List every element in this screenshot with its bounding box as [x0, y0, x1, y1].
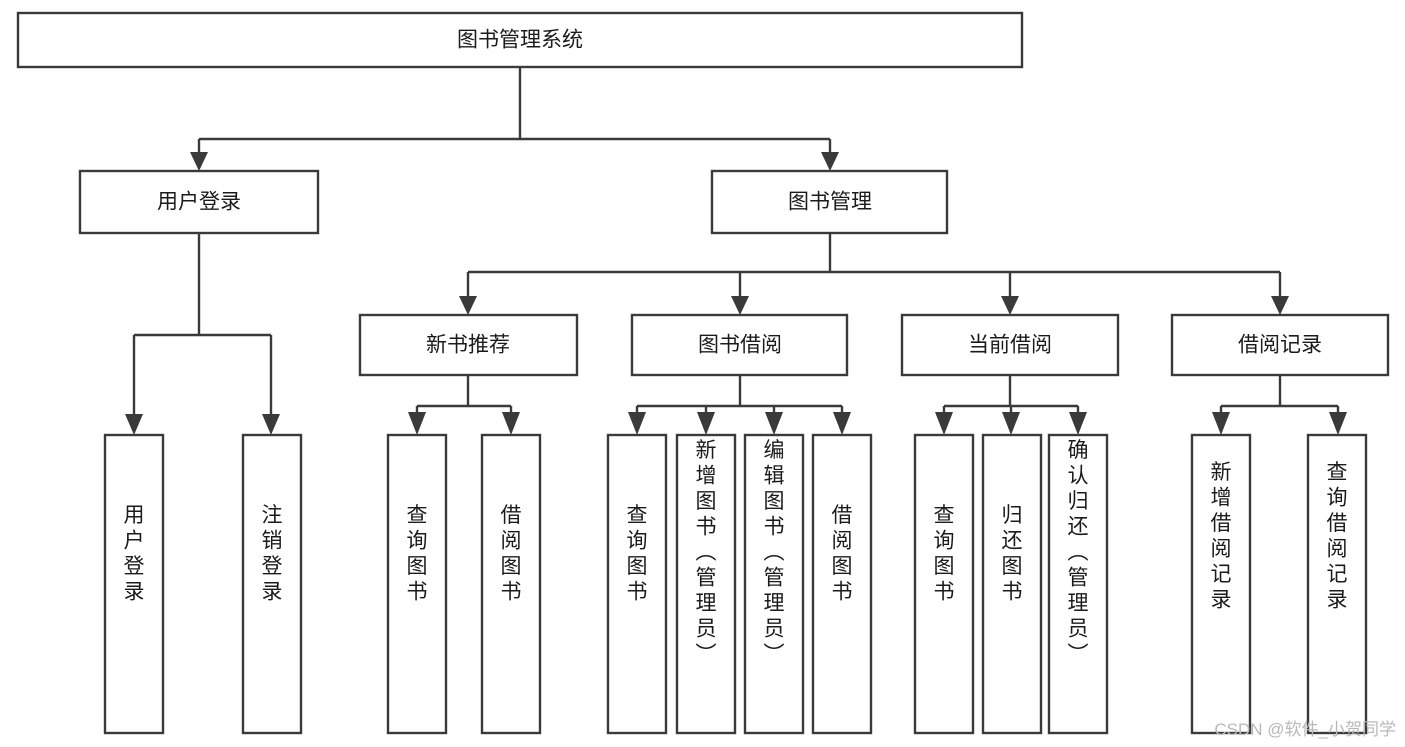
leaf-query-book-2-box[interactable]: [606, 433, 668, 735]
arrow-head-leaf-borrow-book-1: [502, 412, 520, 435]
leaf-edit-book-label: 编辑图书︵管理员︶: [764, 439, 785, 666]
node-new-book-recommend[interactable]: 新书推荐: [358, 313, 579, 377]
leaf-return-book-label: 归还图书: [1002, 504, 1023, 604]
arrow-head-leaf-confirm-return: [1069, 412, 1087, 435]
leaf-node-return-book[interactable]: 归还图书: [981, 433, 1043, 735]
node-borrow-record[interactable]: 借阅记录: [1170, 313, 1390, 377]
node-user-login-box[interactable]: [78, 169, 320, 235]
leaf-query-book-1-box[interactable]: [386, 433, 448, 735]
arrow-head-book-borrow: [731, 296, 749, 315]
leaf-confirm-return-box[interactable]: [1047, 433, 1109, 735]
node-current-borrow-box[interactable]: [900, 313, 1120, 377]
leaf-node-user-logout[interactable]: 注销登录: [241, 433, 303, 735]
leaf-borrow-book-1-box[interactable]: [480, 433, 542, 735]
node-book-borrow-box[interactable]: [630, 313, 849, 377]
node-book-manage-label: 图书管理: [788, 191, 872, 214]
node-new-book-recommend-box[interactable]: [358, 313, 579, 377]
leaf-node-query-book-3[interactable]: 查询图书: [913, 433, 975, 735]
leaf-node-user-login[interactable]: 用户登录: [103, 433, 165, 735]
arrow-head-leaf-add-record: [1212, 412, 1230, 435]
arrow-head-leaf-query-book-2: [628, 412, 646, 435]
leaf-node-add-record[interactable]: 新增借阅记录: [1190, 433, 1252, 735]
arrow-head-new-book-recommend: [459, 296, 477, 315]
leaf-user-logout-label: 注销登录: [262, 504, 283, 604]
arrow-head-borrow-record: [1271, 296, 1289, 315]
connector-group-book-borrow: [628, 375, 851, 435]
connector-group-book-manage: [459, 233, 1289, 315]
node-current-borrow-label: 当前借阅: [968, 334, 1052, 357]
arrow-head-leaf-edit-book: [765, 412, 783, 435]
node-borrow-record-box[interactable]: [1170, 313, 1390, 377]
leaf-return-book-box[interactable]: [981, 433, 1043, 735]
leaf-node-query-record[interactable]: 查询借阅记录: [1306, 433, 1368, 735]
arrow-head-leaf-user-login: [125, 414, 143, 435]
leaf-add-record-box[interactable]: [1190, 433, 1252, 735]
leaf-add-book-box[interactable]: [675, 433, 737, 735]
connector-group-root: [190, 67, 839, 171]
connector-group-current-borrow: [935, 375, 1087, 435]
leaf-borrow-book-2-label: 借阅图书: [832, 504, 853, 604]
arrow-head-leaf-user-logout: [262, 414, 280, 435]
leaf-add-record-label: 新增借阅记录: [1211, 461, 1232, 612]
node-borrow-record-label: 借阅记录: [1238, 334, 1322, 357]
leaf-node-borrow-book-2[interactable]: 借阅图书: [811, 433, 873, 735]
arrow-head-leaf-return-book: [1002, 412, 1020, 435]
leaf-query-book-3-box[interactable]: [913, 433, 975, 735]
leaf-node-query-book-2[interactable]: 查询图书: [606, 433, 668, 735]
leaf-borrow-book-1-label: 借阅图书: [501, 504, 522, 604]
leaf-query-book-2-label: 查询图书: [627, 504, 648, 604]
node-new-book-recommend-label: 新书推荐: [426, 334, 510, 357]
watermark-label: CSDN @软件_小贺同学: [1214, 720, 1396, 739]
connector-group-borrow-record: [1212, 375, 1347, 435]
arrow-head-leaf-query-book-1: [408, 412, 426, 435]
leaf-query-record-box[interactable]: [1306, 433, 1368, 735]
leaf-node-edit-book[interactable]: 编辑图书︵管理员︶: [743, 433, 805, 735]
arrow-head-user-login: [190, 152, 208, 171]
leaf-add-book-label: 新增图书︵管理员︶: [696, 439, 717, 666]
leaf-node-add-book[interactable]: 新增图书︵管理员︶: [675, 433, 737, 735]
node-book-borrow-label: 图书借阅: [698, 334, 782, 357]
arrow-head-current-borrow: [1001, 296, 1019, 315]
node-book-manage[interactable]: 图书管理: [710, 169, 949, 235]
leaf-user-logout-box[interactable]: [241, 433, 303, 735]
arrow-head-leaf-borrow-book-2: [833, 412, 851, 435]
leaf-borrow-book-2-box[interactable]: [811, 433, 873, 735]
node-root-box[interactable]: [16, 11, 1024, 69]
leaf-confirm-return-label: 确认归还︵管理员︶: [1068, 439, 1089, 666]
leaf-node-confirm-return[interactable]: 确认归还︵管理员︶: [1047, 433, 1109, 735]
node-book-borrow[interactable]: 图书借阅: [630, 313, 849, 377]
node-user-login-label: 用户登录: [157, 191, 241, 214]
leaf-user-login-label: 用户登录: [124, 504, 145, 604]
connector-group-new-book-recommend: [408, 375, 520, 435]
node-user-login[interactable]: 用户登录: [78, 169, 320, 235]
leaf-query-book-1-label: 查询图书: [407, 504, 428, 604]
leaf-user-login-box[interactable]: [103, 433, 165, 735]
node-book-manage-box[interactable]: [710, 169, 949, 235]
leaf-node-query-book-1[interactable]: 查询图书: [386, 433, 448, 735]
leaf-node-borrow-book-1[interactable]: 借阅图书: [480, 433, 542, 735]
node-current-borrow[interactable]: 当前借阅: [900, 313, 1120, 377]
connector-group-user-login: [125, 233, 280, 435]
arrow-head-leaf-query-record: [1329, 412, 1347, 435]
node-root-label: 图书管理系统: [457, 29, 583, 52]
leaf-query-record-label: 查询借阅记录: [1327, 461, 1348, 612]
node-root[interactable]: 图书管理系统: [16, 11, 1024, 69]
leaf-query-book-3-label: 查询图书: [934, 504, 955, 604]
arrow-head-leaf-query-book-3: [935, 412, 953, 435]
leaf-edit-book-box[interactable]: [743, 433, 805, 735]
arrow-head-leaf-add-book: [697, 412, 715, 435]
arrow-head-book-manage: [821, 152, 839, 171]
